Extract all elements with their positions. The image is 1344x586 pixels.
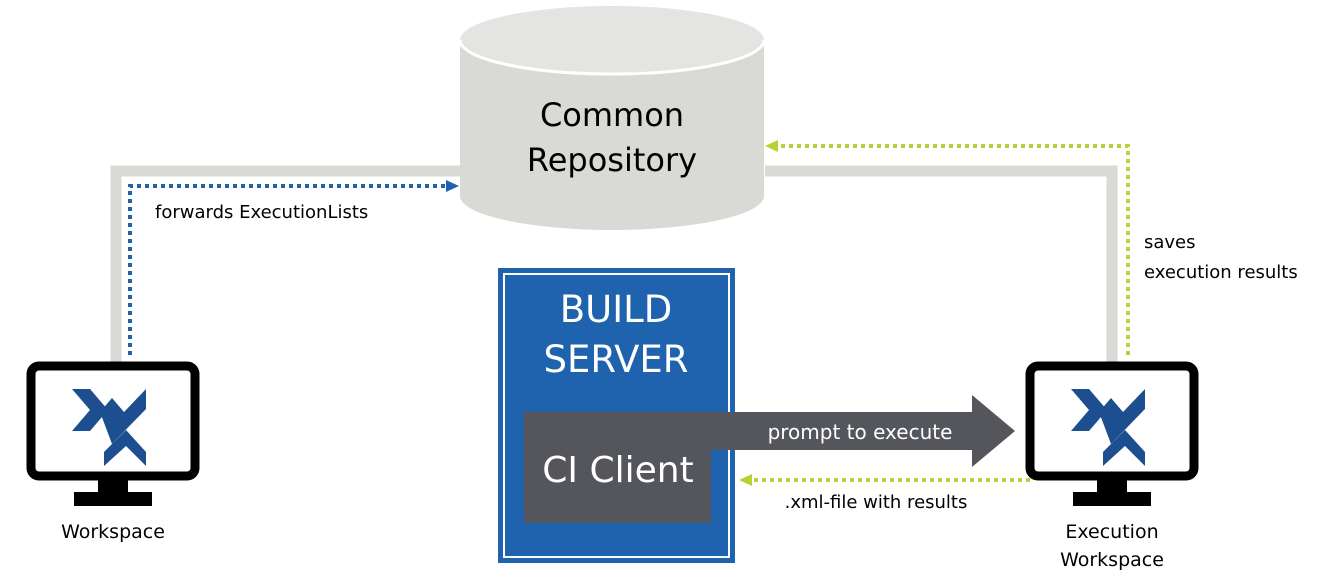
forwards-arrowhead [446,180,459,192]
saves-arrowhead [765,140,778,152]
monitor-stand-neck [1097,476,1127,492]
execution-workspace-label-line2: Workspace [1060,549,1164,571]
build-server-label-line2: SERVER [544,338,689,381]
saves-label-line1: saves [1144,232,1196,253]
tosca-logo-icon [1071,389,1145,466]
xml-results-arrowhead [739,474,752,486]
forwards-label: forwards ExecutionLists [155,202,368,223]
build-server-label-line1: BUILD [560,288,672,331]
ci-client-label: CI Client [542,450,693,491]
tosca-logo-icon [72,389,146,466]
forwards-dotted-line [128,184,446,355]
right-connector [765,165,1118,362]
repository-label-line1: Common [540,96,684,134]
repository-cylinder-body [460,40,764,230]
common-repository[interactable]: Common Repository [458,6,766,230]
execution-workspace[interactable]: Execution Workspace [1025,361,1199,571]
forwards-edge: forwards ExecutionLists [128,180,459,355]
xml-results-edge: .xml-file with results [739,474,1030,513]
gray-connectors [110,165,1118,362]
repository-label-line2: Repository [527,141,697,179]
workspace-label: Workspace [61,521,165,543]
execution-workspace-label-line1: Execution [1065,521,1158,543]
monitor-stand-base [1073,492,1151,506]
saves-edge: saves execution results [765,140,1298,355]
workspace[interactable]: Workspace [26,361,200,543]
repository-cylinder-rim [458,39,766,76]
ci-client[interactable]: CI Client prompt to execute [524,395,1015,523]
prompt-to-execute-label: prompt to execute [768,420,953,444]
saves-label-line2: execution results [1144,262,1298,283]
prompt-arrow [524,395,1015,523]
monitor-stand-base [74,492,152,506]
repository-cylinder-top [460,6,764,74]
left-connector [110,165,460,362]
monitor-stand-neck [98,476,128,492]
xml-results-label: .xml-file with results [785,492,968,513]
saves-dotted-line [778,144,1130,355]
